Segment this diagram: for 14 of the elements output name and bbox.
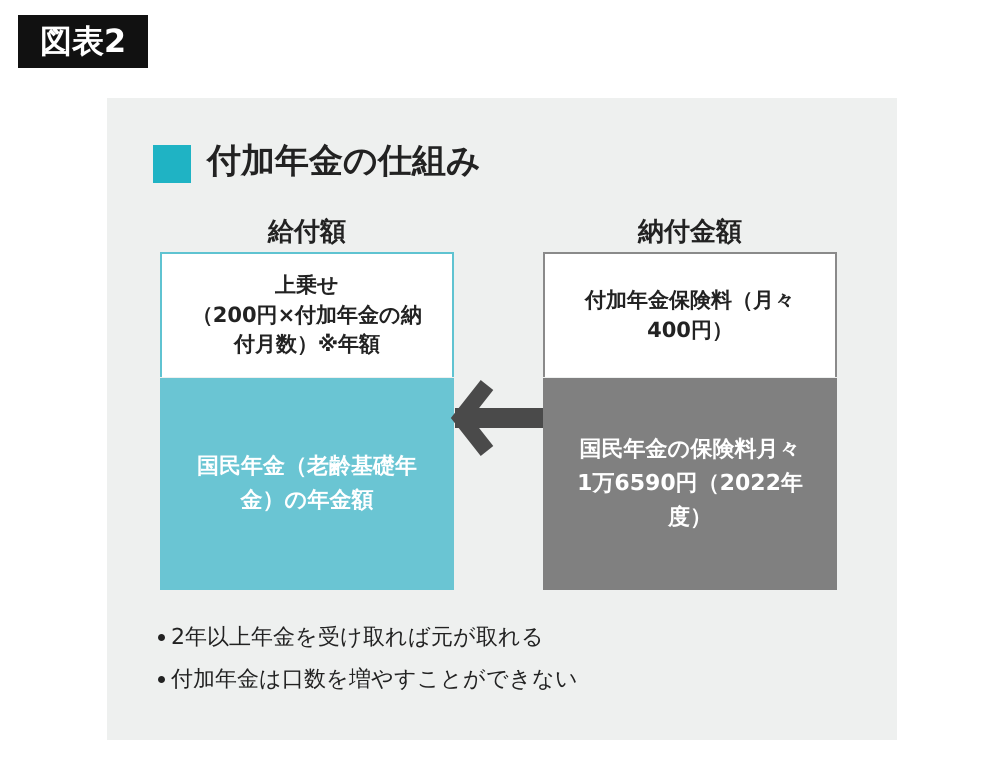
column-heading: 給付額 [266, 216, 347, 249]
arrow [453, 377, 543, 459]
title: 付加年金の仕組み [207, 140, 481, 183]
box-text: 国民年金（老齢基礎年金）の年金額 [196, 452, 418, 515]
column-heading: 納付金額 [636, 216, 743, 249]
box-text: 国民年金の保険料月々 1万6590円（2022年度） [576, 436, 804, 532]
pension-box [160, 378, 454, 590]
pension-box [543, 378, 837, 590]
box-text: 上乗せ [275, 272, 339, 300]
box-text: （200円×付加年金の納付月数）※年額 [190, 302, 424, 358]
figure-number-badge: 図表2 [18, 15, 148, 68]
bullet-note: 2年以上年金を受け取れば元が取れる [171, 624, 544, 652]
box-text: 付加年金保険料（月々 400円） [583, 287, 796, 344]
bullet-note: 付加年金は口数を増やすことができない [171, 666, 578, 694]
